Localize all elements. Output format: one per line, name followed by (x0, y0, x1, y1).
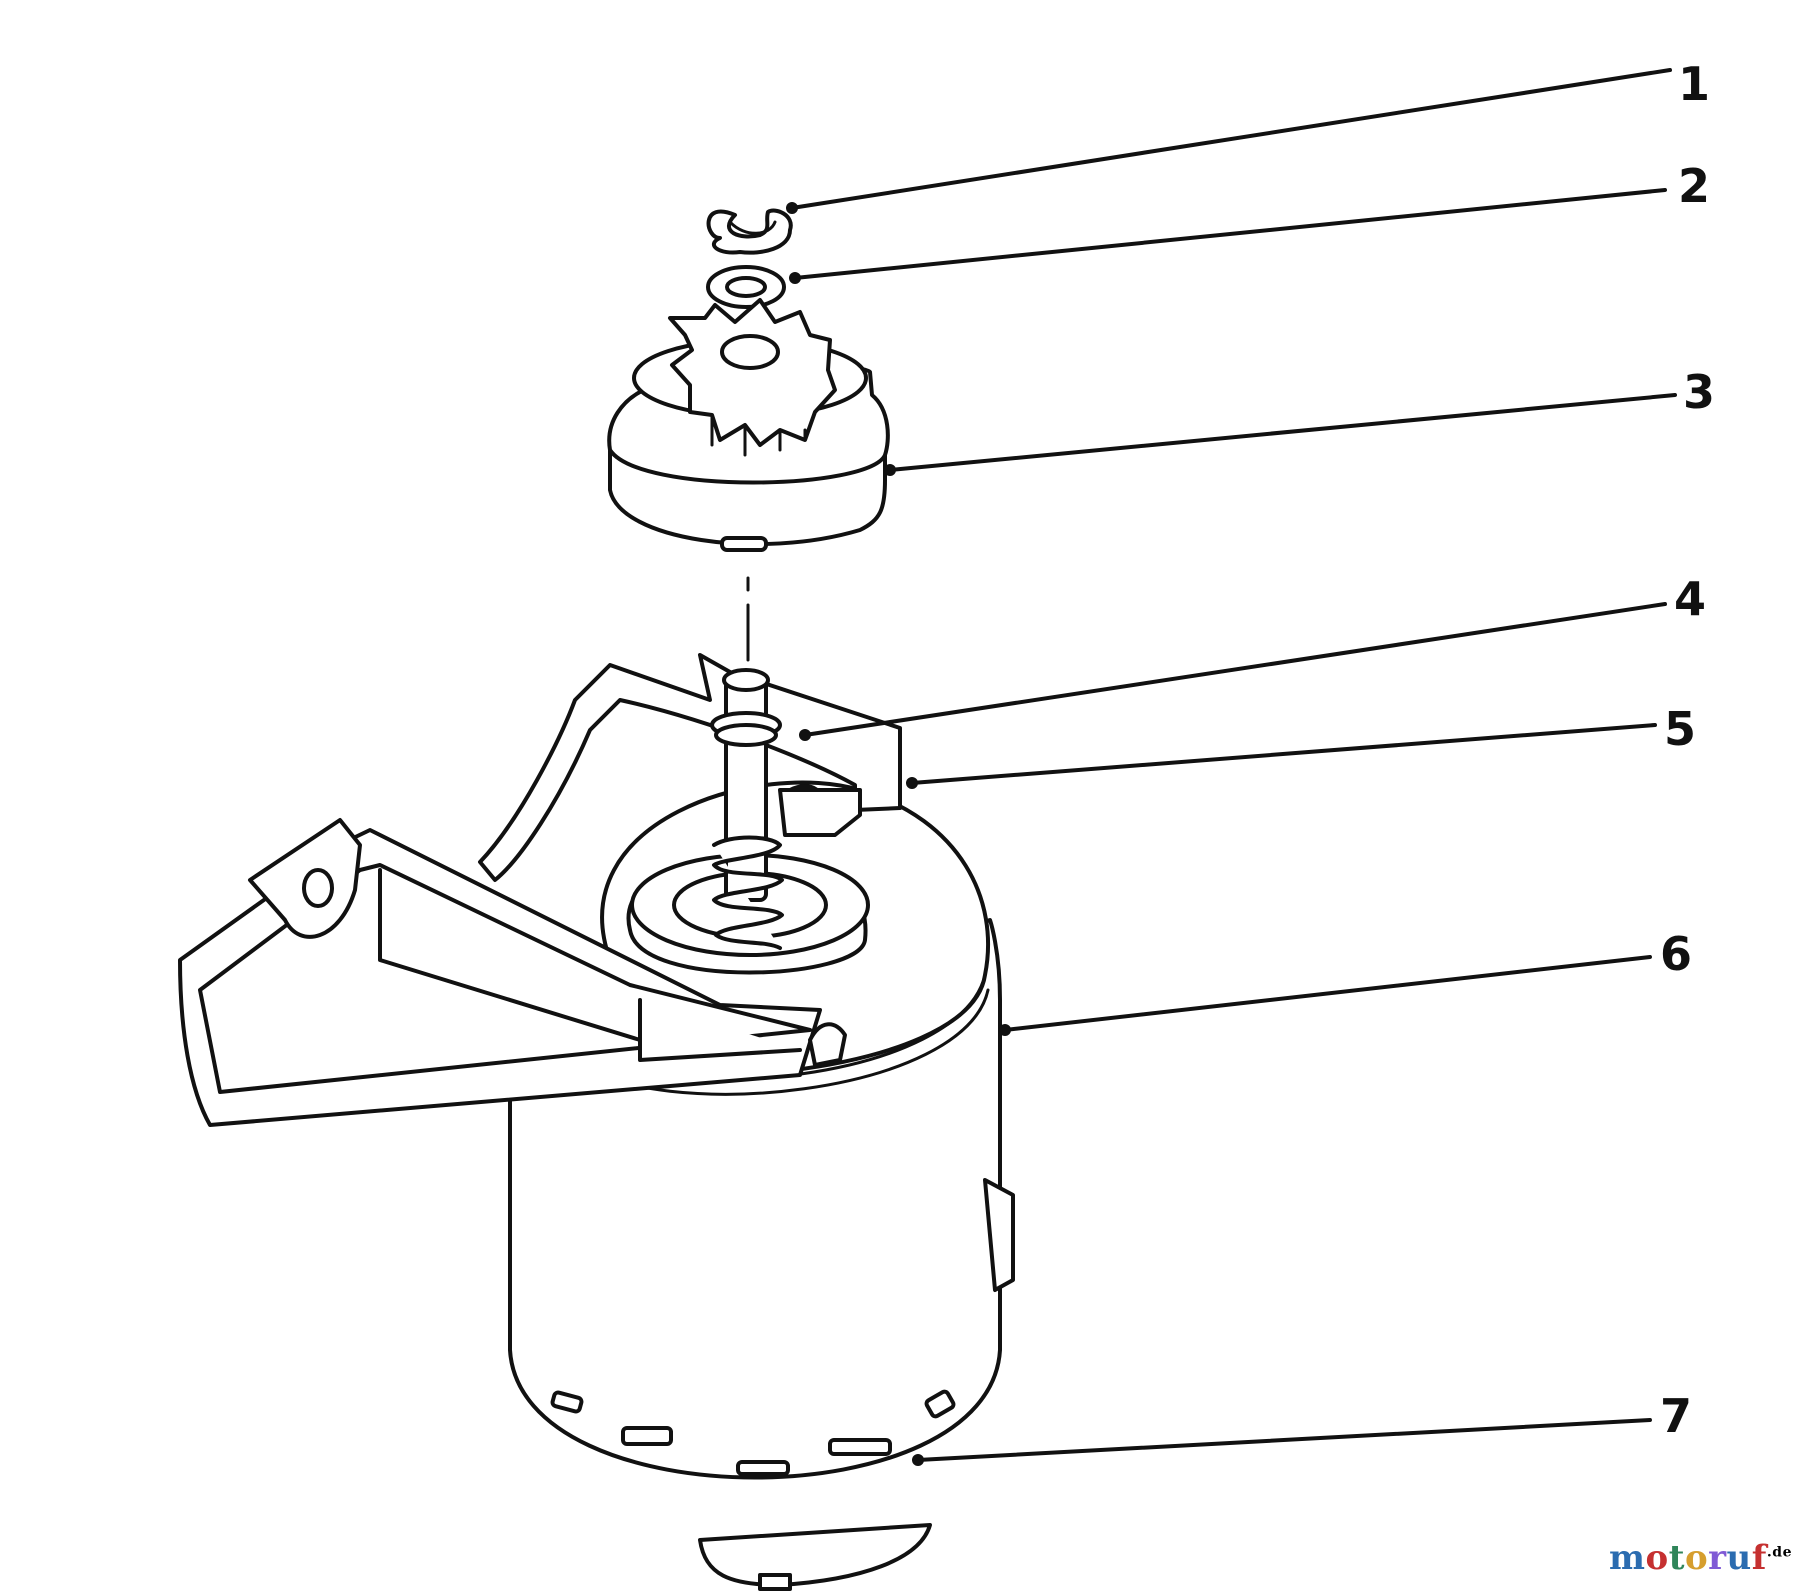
leader-line-3 (888, 393, 1677, 472)
leader-line-2 (793, 188, 1667, 280)
watermark-logo: motoruf.de (1609, 1538, 1792, 1578)
watermark-letter: t (1668, 1538, 1685, 1578)
washer-part (706, 265, 786, 309)
callout-4: 4 (1674, 572, 1706, 626)
leader-dot-5 (906, 777, 918, 789)
watermark-suffix: .de (1766, 1544, 1792, 1561)
watermark-letter: f (1751, 1538, 1767, 1578)
leader-line-7 (916, 1418, 1652, 1462)
watermark-name: motoruf (1609, 1538, 1767, 1578)
retainer-clip-part (706, 208, 793, 255)
mounting-bracket-part (178, 653, 902, 1127)
leader-dot-3 (884, 464, 896, 476)
leader-dot-4 (799, 729, 811, 741)
pinion-gear-part (607, 298, 890, 552)
callout-2: 2 (1678, 159, 1710, 213)
watermark-letter: o (1684, 1538, 1709, 1578)
leader-dot-2 (789, 272, 801, 284)
watermark-letter: o (1645, 1538, 1669, 1578)
callout-7: 7 (1660, 1389, 1692, 1443)
leader-line-4 (803, 602, 1667, 737)
watermark-letter: m (1609, 1538, 1646, 1578)
watermark-letter: u (1726, 1538, 1752, 1578)
leader-lines (786, 68, 1677, 1466)
callout-1: 1 (1678, 57, 1710, 111)
leader-dot-6 (999, 1024, 1011, 1036)
leader-line-5 (910, 723, 1657, 785)
leader-line-1 (790, 68, 1672, 210)
drive-shaft-part (710, 668, 784, 950)
callout-numbers: 1 2 3 4 5 6 7 (1660, 57, 1715, 1443)
watermark-letter: r (1708, 1538, 1727, 1578)
leader-dot-1 (786, 202, 798, 214)
callout-6: 6 (1660, 927, 1692, 981)
leader-line-6 (1003, 955, 1652, 1032)
callout-5: 5 (1664, 702, 1696, 756)
leader-dot-7 (912, 1454, 924, 1466)
callout-3: 3 (1683, 365, 1715, 419)
